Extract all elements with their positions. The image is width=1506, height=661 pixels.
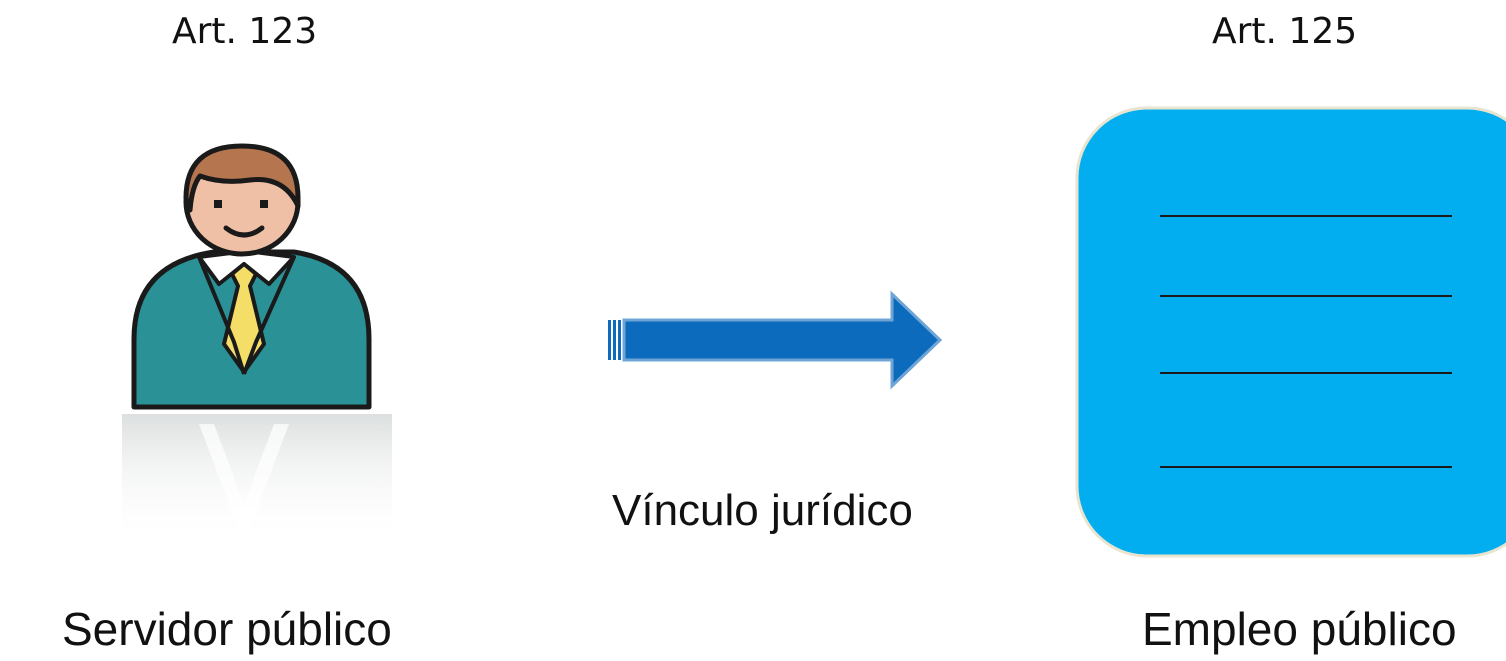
public-servant-icon	[122, 143, 392, 544]
servidor-caption: Servidor público	[62, 603, 392, 655]
right-arrow-icon	[608, 290, 943, 390]
empleo-caption: Empleo público	[1142, 603, 1457, 655]
connector-label: Vínculo jurídico	[612, 486, 913, 535]
person-reflection	[122, 414, 392, 544]
left-article-label: Art. 123	[172, 11, 318, 52]
right-article-label: Art. 125	[1212, 11, 1358, 52]
document-icon	[1075, 106, 1506, 558]
